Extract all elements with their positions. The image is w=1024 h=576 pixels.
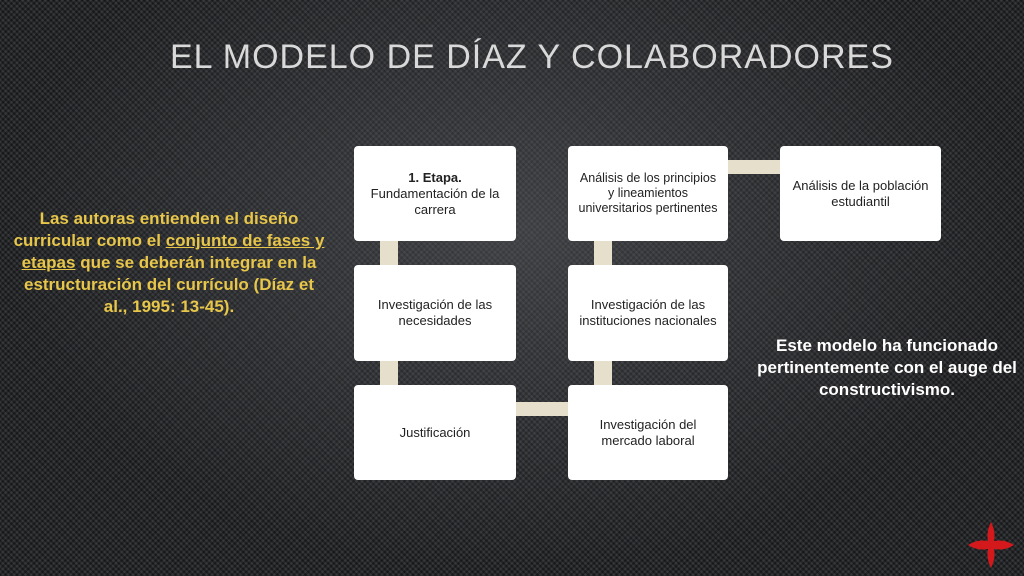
diagram-box-poblacion: Análisis de la población estudiantil [780,146,941,241]
connector-6-7 [727,160,781,174]
connector-1-2 [380,240,398,266]
diagram-box-fundamentacion: 1. Etapa. Fundamentación de la carrera [354,146,516,241]
diagram-box-mercado-laboral: Investigación del mercado laboral [568,385,728,480]
diagram-box-justificacion: Justificación [354,385,516,480]
diagram-box-fundamentacion-heading: 1. Etapa. [408,169,462,185]
connector-4-5 [594,360,612,386]
diagram-box-necesidades: Investigación de las necesidades [354,265,516,361]
diagram-box-fundamentacion-text: Fundamentación de la carrera [370,185,500,217]
left-description-underlined: conjunto de fases y etapas [21,231,325,272]
right-description: Este modelo ha funcionado pertinentement… [757,336,1017,399]
connector-2-3 [380,360,398,386]
page-title: El modelo de Díaz y colaboradores [170,38,894,76]
diagram-box-instituciones: Investigación de las instituciones nacio… [568,265,728,361]
cross-icon [968,522,1014,568]
connector-3-4 [515,402,569,416]
diagram-box-fundamentacion-content: 1. Etapa. Fundamentación de la carrera [362,170,508,218]
connector-5-6 [594,240,612,266]
diagram-box-principios: Análisis de los principios y lineamiento… [568,146,728,241]
left-description-part1: Las autoras entienden el diseño curricul… [13,209,299,250]
left-description: Las autoras entienden el diseño curricul… [10,208,328,318]
left-description-part2: que se deberán integrar en la estructura… [23,253,317,316]
